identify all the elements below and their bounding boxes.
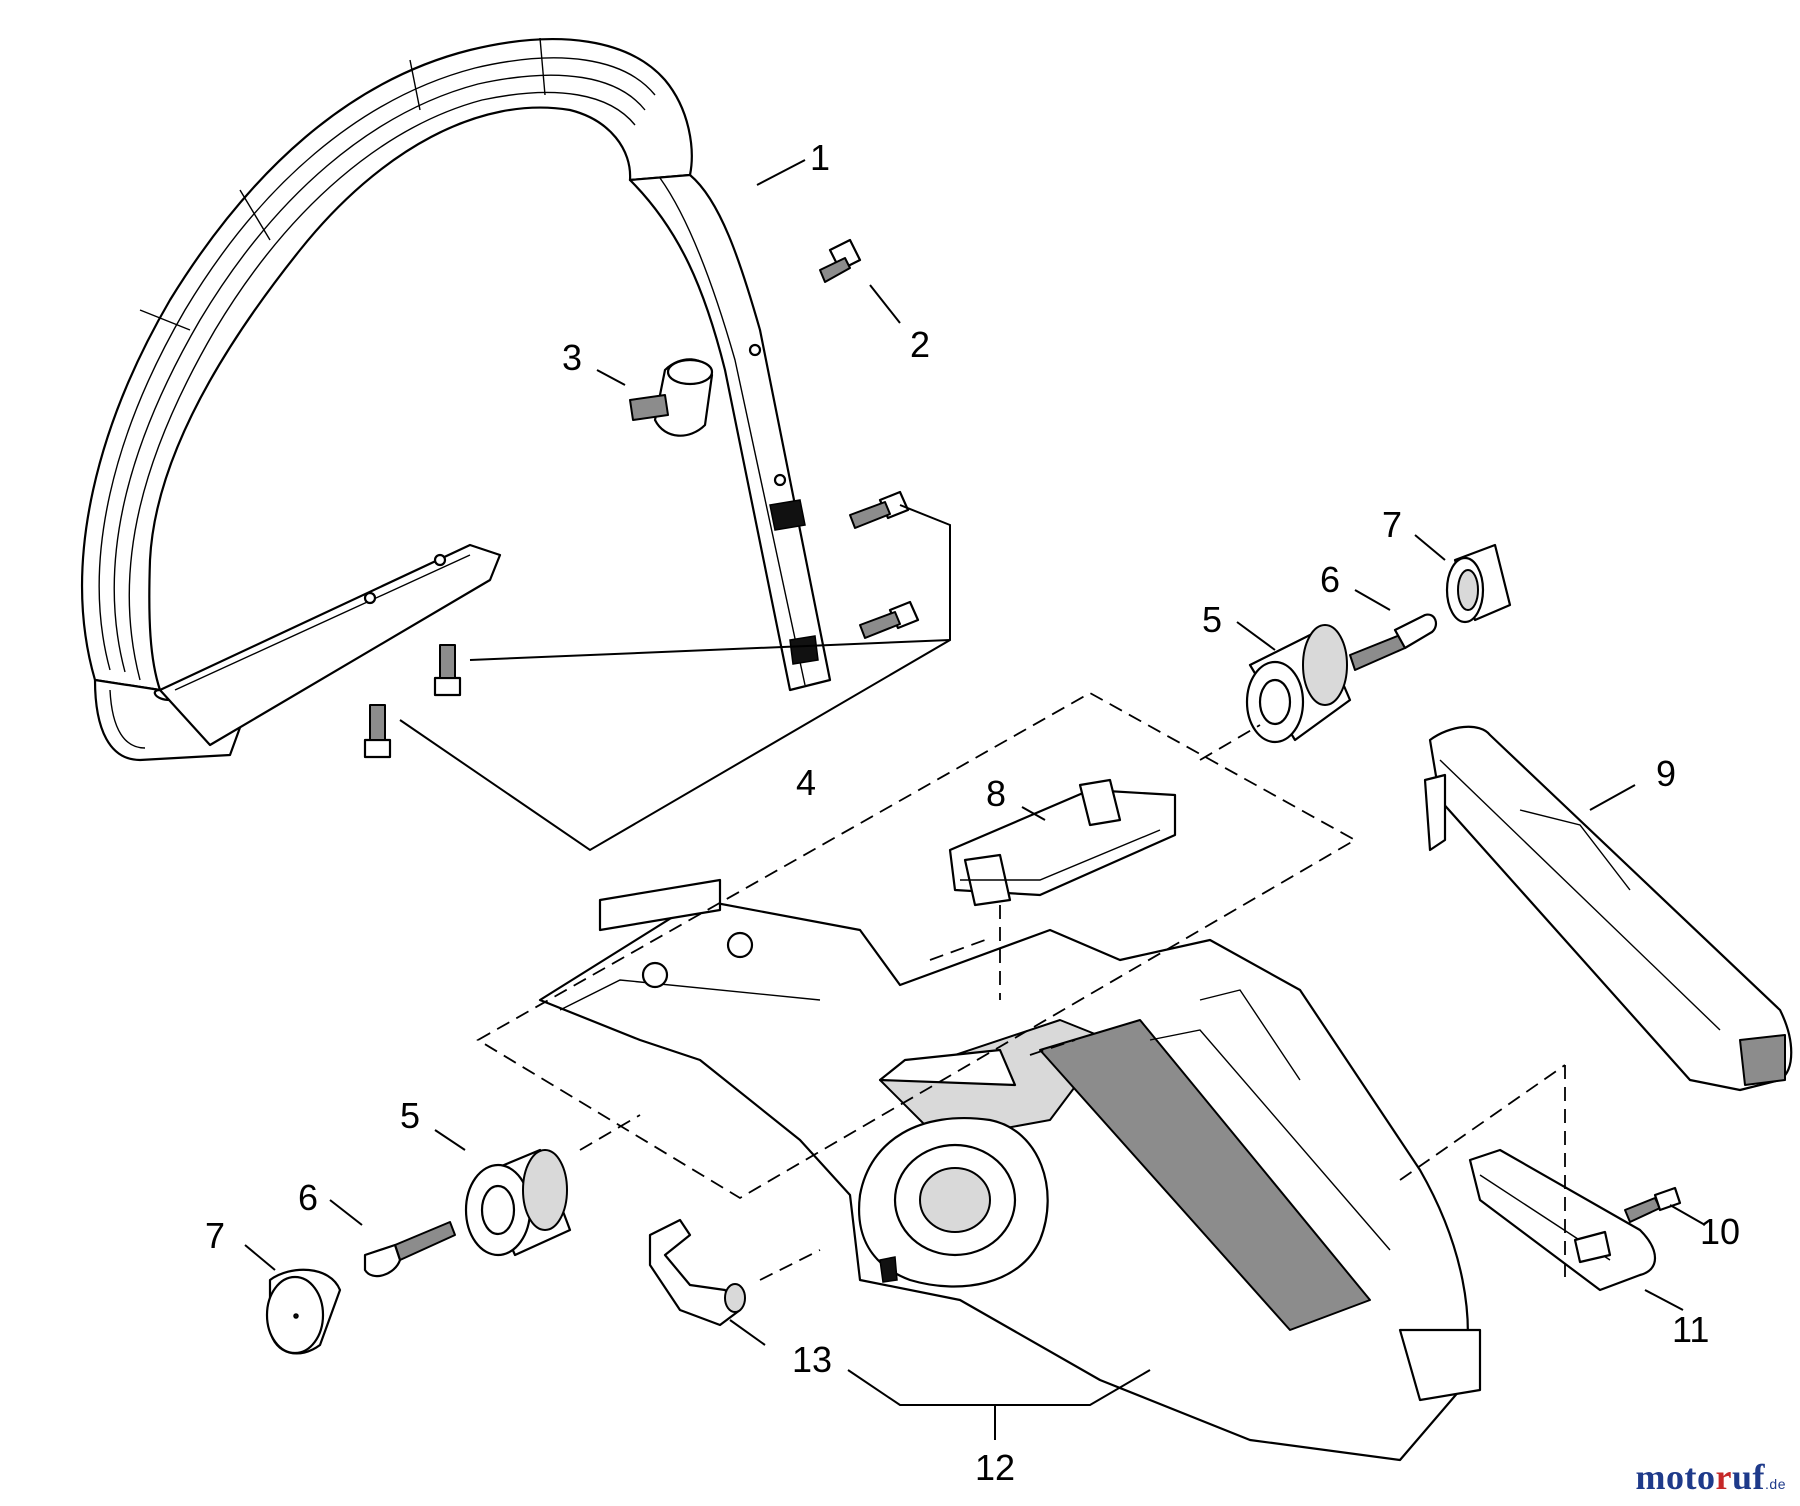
label-part-5-upper: 5	[1202, 599, 1222, 640]
dashed-line-to-lower-mount	[579, 1114, 641, 1151]
label-part-8: 8	[986, 773, 1006, 814]
watermark-logo: motoruf.de	[1636, 1456, 1786, 1498]
dashed-line-to-upper-mount	[1199, 724, 1261, 761]
part-10-screw	[1624, 1186, 1682, 1223]
leader-lines	[244, 159, 1706, 1440]
part-9-guard	[1423, 725, 1793, 1092]
part-1-front-handle	[81, 37, 832, 762]
watermark-part-c: uf	[1732, 1457, 1766, 1497]
dashed-assembly-outline-main	[476, 691, 1357, 1200]
part-7-upper-cap	[1445, 543, 1512, 624]
label-part-9: 9	[1656, 753, 1676, 794]
part-4-screws	[363, 490, 920, 759]
label-part-10: 10	[1700, 1211, 1740, 1252]
part-5-lower-mount	[464, 1148, 572, 1257]
dashed-line-housing	[929, 939, 1076, 1056]
part-11-plate	[1468, 1148, 1656, 1292]
watermark-tld: .de	[1765, 1476, 1786, 1492]
label-part-12: 12	[975, 1447, 1015, 1488]
label-part-13: 13	[792, 1339, 832, 1380]
label-part-11: 11	[1672, 1309, 1709, 1350]
label-part-4: 4	[796, 762, 816, 803]
part-7-lower-cap	[265, 1268, 342, 1355]
dashed-line-fitting	[759, 1249, 821, 1281]
part-6-lower-screw	[363, 1221, 456, 1278]
label-part-6-upper: 6	[1320, 559, 1340, 600]
watermark-part-b: r	[1715, 1457, 1733, 1497]
watermark-part-a: moto	[1635, 1457, 1716, 1497]
label-part-7-upper: 7	[1382, 504, 1402, 545]
part-5-upper-mount	[1245, 624, 1352, 744]
label-part-3: 3	[562, 337, 582, 378]
part-6-upper-screw	[1349, 613, 1438, 671]
part-12-housing	[538, 878, 1482, 1462]
part-13-fitting	[648, 1218, 746, 1327]
label-part-2: 2	[910, 324, 930, 365]
part-3-spacer-bolt	[629, 358, 714, 437]
part-8-clip	[948, 778, 1177, 907]
label-part-1: 1	[810, 137, 830, 178]
label-part-5-lower: 5	[400, 1095, 420, 1136]
label-part-7-lower: 7	[205, 1215, 225, 1256]
label-part-6-lower: 6	[298, 1177, 318, 1218]
part-2-bolt	[819, 238, 862, 283]
part-number-labels: 1 2 3 4 5 6 7 8 9 10 11 12 13 5 6 7	[205, 137, 1740, 1488]
dashed-line-plate	[1399, 1064, 1566, 1285]
